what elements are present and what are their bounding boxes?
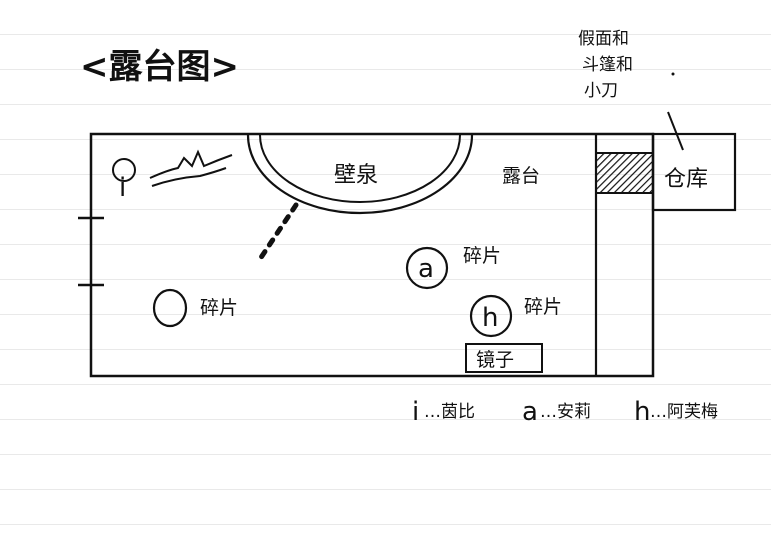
mirror-label: 镜子: [476, 349, 514, 371]
marker-empty-caption: 碎片: [200, 297, 238, 319]
legend-text-a: …安莉: [540, 402, 591, 422]
terrace-outline: [89, 132, 655, 378]
marker-a: a 碎片: [405, 245, 501, 290]
dashed-trail: [255, 202, 299, 265]
legend-text-i: …茵比: [424, 402, 475, 422]
storage-note: 假面和 斗篷和 小刀: [578, 29, 684, 151]
scribble-upper: [149, 149, 233, 179]
marker-i-circle: [112, 158, 136, 182]
legend-letter-a: a: [522, 397, 538, 427]
alcove-arc-inner: [259, 134, 461, 203]
legend: i …茵比 a …安莉 h …阿芙梅: [412, 397, 718, 427]
marker-empty: 碎片: [152, 288, 238, 328]
alcove-arc-outer: [246, 134, 474, 215]
terrace-label: 露台: [502, 165, 540, 187]
marker-empty-circle: [152, 288, 188, 328]
ink-dot: [671, 72, 675, 76]
marker-h: h 碎片: [469, 294, 562, 338]
marker-a-circle: [405, 246, 449, 290]
storage-note-line-2: 斗篷和: [582, 55, 633, 75]
marker-a-caption: 碎片: [463, 245, 501, 267]
marker-i: i: [112, 149, 233, 203]
alcove-label: 壁泉: [334, 163, 378, 188]
storage-hatch: [595, 152, 654, 194]
warehouse-box: [651, 132, 737, 212]
scribble-lower: [151, 167, 227, 187]
doorway-ticks: [78, 216, 104, 287]
legend-text-h: …阿芙梅: [650, 402, 718, 422]
legend-letter-i: i: [412, 397, 419, 427]
legend-letter-h: h: [634, 397, 650, 427]
storage-note-line-3: 小刀: [584, 81, 618, 101]
mirror-box: [465, 343, 543, 373]
marker-i-letter: i: [119, 173, 126, 203]
storage-note-line-1: 假面和: [578, 29, 629, 49]
marker-a-letter: a: [418, 254, 434, 284]
marker-h-caption: 碎片: [524, 296, 562, 318]
storage-pointer-line: [667, 111, 684, 151]
marker-h-letter: h: [482, 303, 498, 333]
warehouse-label: 仓库: [664, 167, 708, 192]
marker-h-circle: [469, 294, 513, 338]
diagram-title: <露台图>: [80, 47, 239, 87]
